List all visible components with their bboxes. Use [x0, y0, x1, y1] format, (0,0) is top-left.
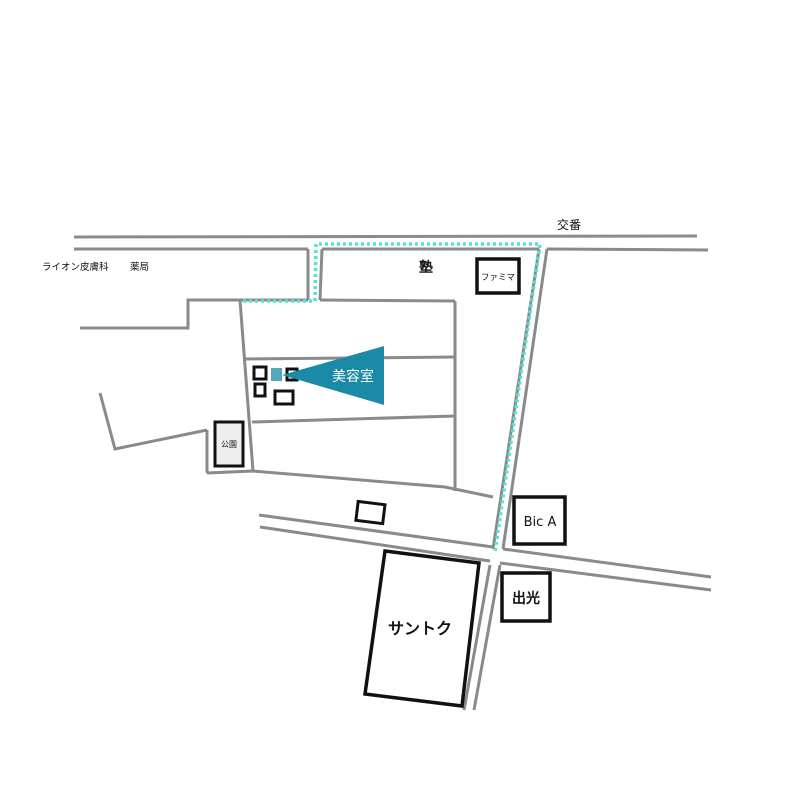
main-road-top	[73, 234, 709, 252]
map-labels: 交番 ライオン皮膚科 薬局 塾 ファミマ 美容室 公園 Bic A 出光 サント…	[42, 217, 581, 638]
label-famima: ファミマ	[481, 273, 515, 283]
small-building-1	[252, 365, 268, 381]
salon-location-square	[271, 368, 282, 381]
vertical-road-right	[462, 248, 549, 711]
salon-marker	[271, 346, 384, 405]
suntoku-building	[363, 549, 481, 708]
block-outlines	[80, 298, 494, 499]
walking-route	[243, 242, 543, 553]
label-koban: 交番	[557, 217, 581, 232]
buildings	[213, 257, 567, 708]
label-bic-a: Bic A	[524, 515, 557, 530]
small-building-5	[354, 499, 387, 526]
label-biyoshitsu: 美容室	[332, 368, 374, 385]
label-idemitsu: 出光	[512, 590, 540, 607]
label-juku: 塾	[419, 259, 433, 276]
small-building-2	[253, 382, 267, 398]
label-suntoku: サントク	[388, 619, 452, 638]
label-lion-clinic: ライオン皮膚科	[42, 261, 109, 273]
label-koen: 公園	[221, 440, 237, 449]
park-building	[213, 420, 245, 468]
lower-diagonal-road	[258, 513, 712, 592]
bic-a-building	[512, 495, 567, 546]
triangle-pointer-icon	[282, 346, 384, 405]
side-alley	[306, 248, 324, 301]
small-building-3	[273, 389, 295, 406]
famima-building	[475, 257, 521, 295]
idemitsu-building	[500, 571, 552, 623]
label-pharmacy: 薬局	[130, 261, 149, 273]
route-path	[243, 242, 543, 553]
